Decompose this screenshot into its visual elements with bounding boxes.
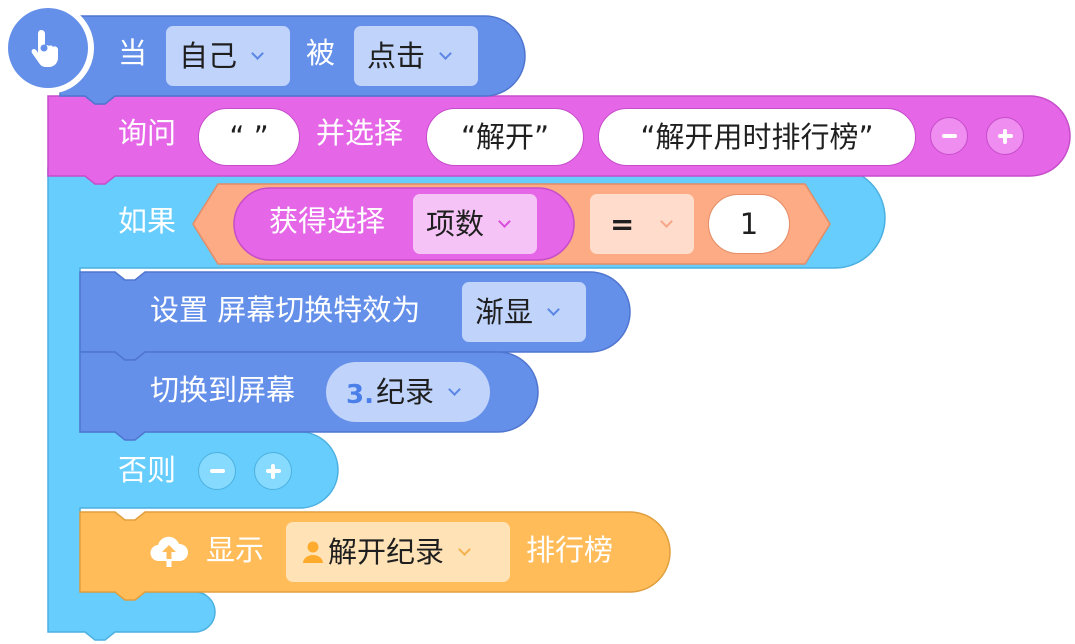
- compare-value: 1: [739, 206, 759, 241]
- screen-number-badge: 3.: [346, 380, 374, 410]
- ask-option1-input[interactable]: “解开”: [426, 108, 584, 166]
- effect-value: 渐显: [475, 294, 534, 329]
- compare-value-input[interactable]: 1: [708, 194, 790, 254]
- chevron-down-icon: [660, 215, 674, 228]
- else-add-button[interactable]: [254, 452, 292, 490]
- ask-option2-value: “解开用时排行榜”: [640, 119, 874, 154]
- ask-add-option-button[interactable]: [986, 117, 1024, 155]
- user-icon: [303, 541, 323, 563]
- screen-name-value: 纪录: [375, 374, 434, 409]
- if-label: 如果: [118, 204, 177, 238]
- chevron-down-icon: [498, 215, 511, 228]
- event-action-value: 点击: [367, 38, 426, 73]
- event-passive-label: 被: [306, 36, 336, 70]
- minus-icon: [941, 134, 957, 138]
- chevron-down-icon: [448, 383, 461, 396]
- ask-option2-input[interactable]: “解开用时排行榜”: [598, 108, 916, 166]
- hand-pointer-icon: [31, 30, 58, 67]
- effect-dropdown[interactable]: 渐显: [462, 282, 586, 342]
- chevron-down-icon: [251, 47, 264, 60]
- event-when-label: 当: [118, 36, 148, 70]
- leaderboard-value: 解开纪录: [328, 534, 445, 569]
- cloud-upload-icon: [150, 536, 188, 567]
- else-remove-button[interactable]: [198, 452, 236, 490]
- ask-label: 询问: [118, 116, 177, 150]
- ask-option1-value: “解开”: [460, 119, 550, 154]
- screen-dropdown[interactable]: 3. 纪录: [326, 362, 490, 422]
- show-leaderboard-label: 显示: [206, 533, 265, 567]
- set-effect-label: 设置 屏幕切换特效为: [150, 293, 421, 327]
- else-label: 否则: [118, 453, 177, 487]
- plus-icon: [265, 463, 281, 479]
- plus-icon: [997, 128, 1013, 144]
- get-choice-label: 获得选择: [269, 204, 386, 238]
- ask-question-input[interactable]: “ ”: [198, 108, 300, 166]
- ask-remove-option-button[interactable]: [930, 117, 968, 155]
- minus-icon: [209, 469, 225, 473]
- chevron-down-icon: [439, 47, 452, 60]
- operator-value: =: [610, 206, 635, 241]
- operator-dropdown[interactable]: =: [590, 194, 694, 254]
- ask-question-value: “ ”: [229, 119, 269, 154]
- chevron-down-icon: [458, 543, 471, 556]
- choice-field-value: 项数: [426, 206, 485, 241]
- chevron-down-icon: [547, 303, 560, 316]
- leaderboard-dropdown[interactable]: 解开纪录: [286, 522, 510, 582]
- choice-field-dropdown[interactable]: 项数: [413, 194, 537, 254]
- leaderboard-suffix-label: 排行榜: [526, 533, 614, 567]
- ask-and-choose-label: 并选择: [316, 116, 404, 150]
- event-action-dropdown[interactable]: 点击: [354, 26, 478, 86]
- switch-screen-label: 切换到屏幕: [150, 373, 296, 407]
- event-target-dropdown[interactable]: 自己: [166, 26, 290, 86]
- event-target-value: 自己: [179, 38, 238, 73]
